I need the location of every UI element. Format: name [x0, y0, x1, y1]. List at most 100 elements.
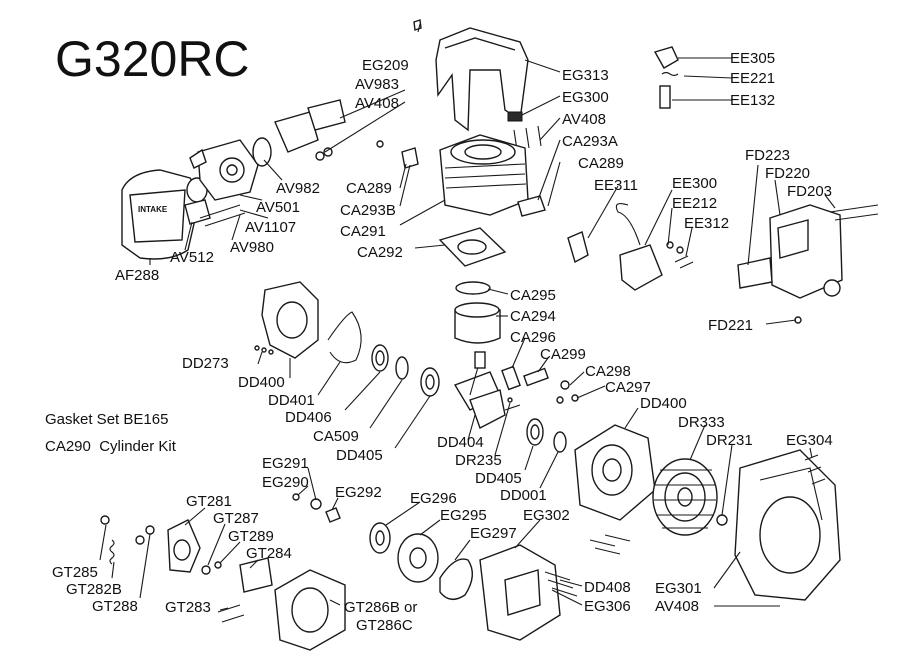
- label-GT288: GT288: [92, 598, 138, 615]
- label-CA295: CA295: [510, 287, 556, 304]
- label-EG304: EG304: [786, 432, 833, 449]
- crankshaft: [453, 351, 521, 429]
- label-DD406: DD406: [285, 409, 332, 426]
- piston-ring: [455, 281, 491, 295]
- label-AV408-top: AV408: [355, 95, 399, 112]
- crankcase-gasket: [327, 311, 362, 364]
- label-CA291: CA291: [340, 223, 386, 240]
- cylinder: [439, 134, 529, 216]
- label-GT286C: GT286C: [356, 617, 413, 634]
- label-AV501: AV501: [256, 199, 300, 216]
- intake-flange: [401, 147, 419, 169]
- label-AV408-bottom: AV408: [655, 598, 699, 615]
- air-filter-decal: INTAKE: [138, 205, 168, 214]
- nut-eg292: [325, 507, 341, 523]
- screw-eg290: [292, 493, 300, 501]
- starter-housing: [479, 544, 561, 641]
- label-CA289-right: CA289: [578, 155, 624, 172]
- label-DR231: DR231: [706, 432, 753, 449]
- label-EG302: EG302: [523, 507, 570, 524]
- carburetor: [189, 139, 259, 201]
- insulator-bolt-1: [315, 151, 325, 161]
- needle-bearing: [501, 365, 521, 391]
- label-EG297: EG297: [470, 525, 517, 542]
- stop-switch: [567, 231, 589, 264]
- insulator-gasket: [307, 99, 346, 131]
- label-CA509: CA509: [313, 428, 359, 445]
- label-EG300: EG300: [562, 89, 609, 106]
- label-EG296: EG296: [410, 490, 457, 507]
- label-CA289-left: CA289: [346, 180, 392, 197]
- label-GT283: GT283: [165, 599, 211, 616]
- label-CA293B: CA293B: [340, 202, 396, 219]
- gasket-set-note: Gasket Set BE165: [45, 411, 168, 428]
- model-title: G320RC: [55, 31, 250, 87]
- label-CA297: CA297: [605, 379, 651, 396]
- muffler-bolt-2: [834, 213, 879, 221]
- label-DD400-right: DD400: [640, 395, 687, 412]
- part-labels: EG209 AV983 AV408 EG313 EG300 AV408 CA29…: [52, 50, 833, 634]
- piston: [454, 302, 501, 344]
- flywheel: [652, 458, 718, 536]
- recoil-spring: [439, 558, 473, 600]
- label-EG313: EG313: [562, 67, 609, 84]
- washer-eg291: [310, 498, 322, 510]
- label-GT287: GT287: [213, 510, 259, 527]
- label-EG292: EG292: [335, 484, 382, 501]
- clutch-bolt: [100, 515, 110, 525]
- label-FD220: FD220: [765, 165, 810, 182]
- air-filter-cover: INTAKE: [121, 169, 198, 260]
- label-AV980: AV980: [230, 239, 274, 256]
- label-AV1107: AV1107: [245, 219, 296, 236]
- crankcase-left: [261, 281, 319, 359]
- label-FD223: FD223: [745, 147, 790, 164]
- clutch-washer-2: [145, 525, 155, 535]
- label-FD203: FD203: [787, 183, 832, 200]
- label-GT284: GT284: [246, 545, 292, 562]
- label-EG209: EG209: [362, 57, 409, 74]
- label-DR333: DR333: [678, 414, 725, 431]
- label-DD001: DD001: [500, 487, 547, 504]
- label-CA298: CA298: [585, 363, 631, 380]
- cylinder-shroud: [435, 27, 529, 132]
- label-GT281: GT281: [186, 493, 232, 510]
- base-gasket-bore: [457, 239, 487, 255]
- clutch-plate: [239, 557, 273, 593]
- label-DD405-right: DD405: [475, 470, 522, 487]
- label-DD401: DD401: [268, 392, 315, 409]
- label-GT289: GT289: [228, 528, 274, 545]
- label-EE132: EE132: [730, 92, 775, 109]
- clutch-washer-4: [214, 561, 222, 569]
- label-EE221: EE221: [730, 70, 775, 87]
- cylinder-kit-note: CA290 Cylinder Kit: [45, 438, 177, 455]
- fan-housing: [734, 449, 841, 601]
- shroud-clip: [507, 111, 523, 122]
- coil-bolts: [666, 241, 694, 269]
- oil-seal-right: [553, 431, 567, 453]
- label-GT285: GT285: [52, 564, 98, 581]
- insulator: [274, 111, 319, 153]
- ignition-coil: [615, 203, 663, 291]
- label-DD404: DD404: [437, 434, 484, 451]
- label-EE212: EE212: [672, 195, 717, 212]
- muffler-bolt-1: [829, 204, 879, 213]
- carb-gasket: [252, 137, 272, 167]
- crankcase-right: [574, 424, 656, 521]
- piston-pin: [523, 367, 549, 387]
- label-EG301: EG301: [655, 580, 702, 597]
- muffler-gasket: [737, 257, 773, 289]
- label-CA299: CA299: [540, 346, 586, 363]
- label-AV982: AV982: [276, 180, 320, 197]
- label-DD405-left: DD405: [336, 447, 383, 464]
- label-EE312: EE312: [684, 215, 729, 232]
- parts-artwork: INTAKE: [100, 19, 879, 651]
- insulator-bolt-2: [323, 147, 333, 157]
- label-FD221: FD221: [708, 317, 753, 334]
- label-DD408: DD408: [584, 579, 631, 596]
- flange-screw: [376, 140, 384, 148]
- label-AF288: AF288: [115, 267, 159, 284]
- oil-seal-left: [395, 356, 409, 380]
- flywheel-nut: [716, 514, 728, 526]
- filter-holder: [184, 199, 211, 225]
